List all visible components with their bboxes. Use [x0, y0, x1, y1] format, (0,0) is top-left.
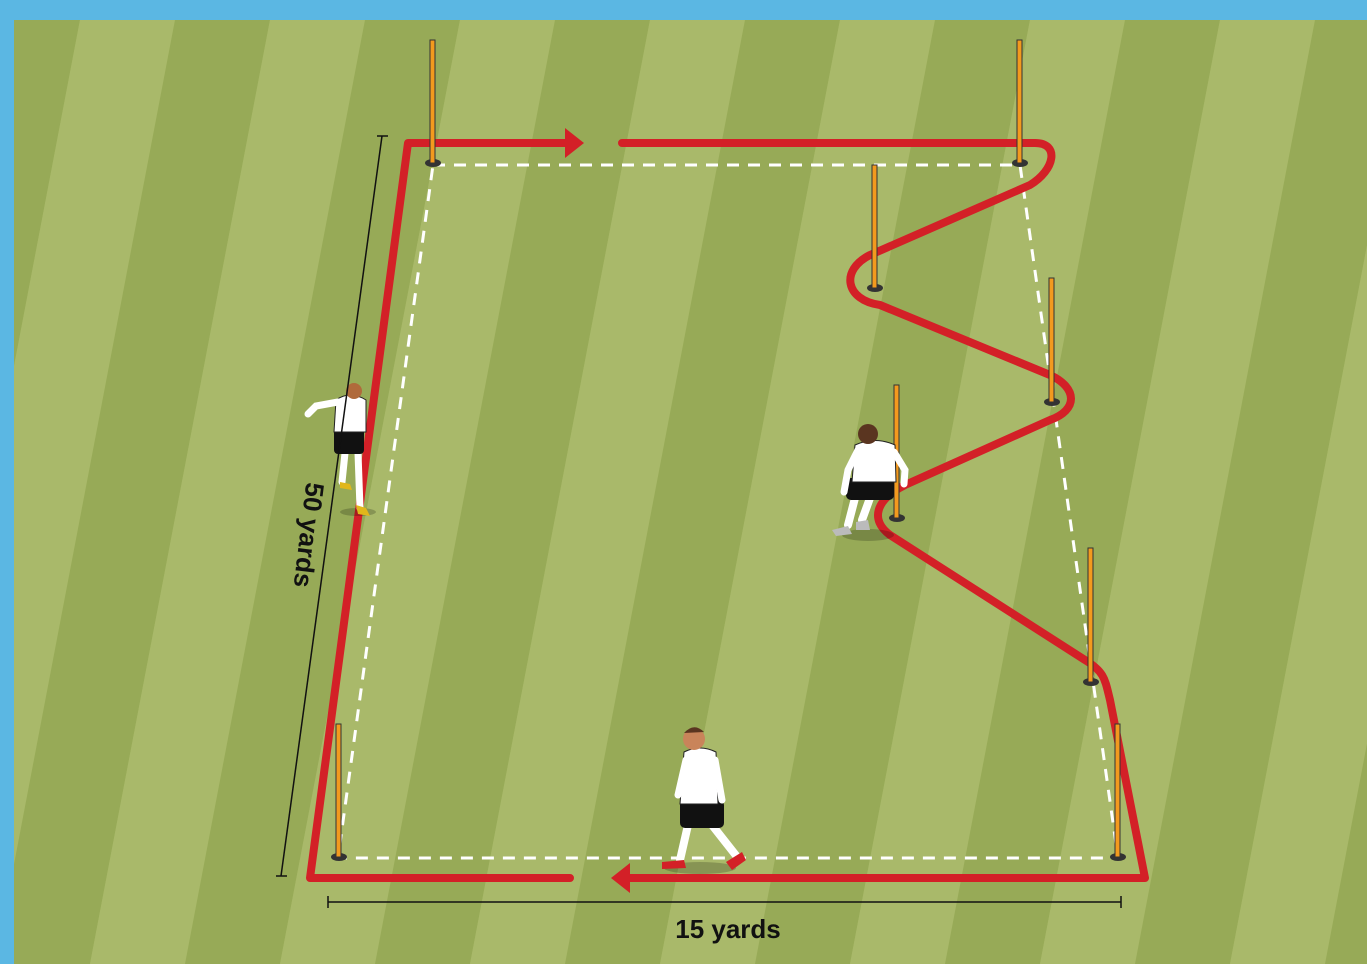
width-label: 15 yards: [675, 914, 781, 944]
